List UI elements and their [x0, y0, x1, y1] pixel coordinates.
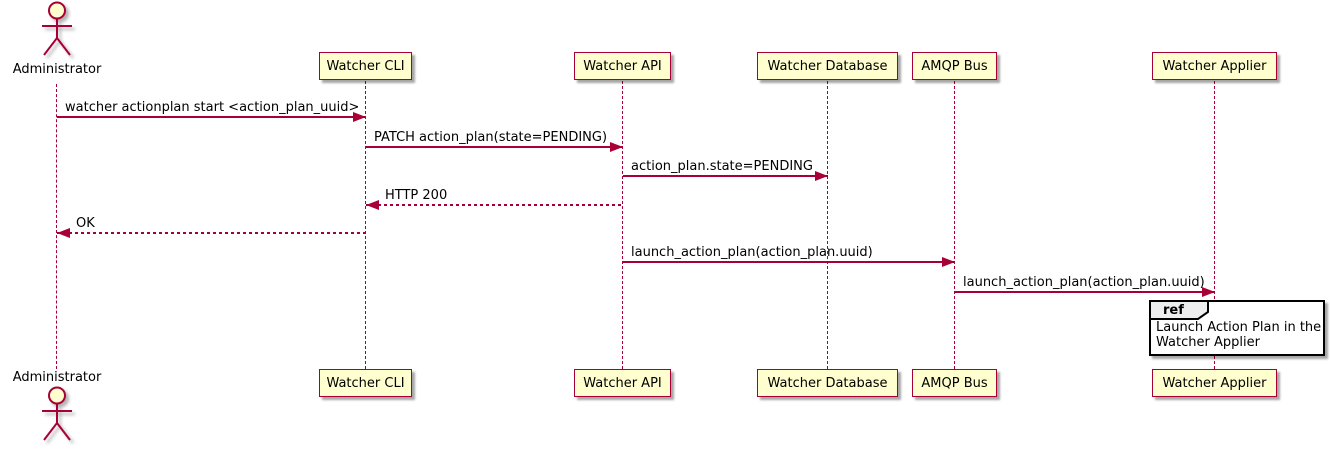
participant-box: Watcher Applier	[1152, 369, 1277, 397]
arrowhead-icon	[1202, 287, 1215, 297]
participant-box: Watcher Database	[757, 369, 898, 397]
lifeline	[954, 81, 955, 369]
participant-label: Watcher Database	[767, 58, 888, 74]
participant-box: Watcher API	[574, 52, 671, 80]
message-label: OK	[76, 216, 95, 231]
message-line	[366, 146, 623, 148]
participant-box: Watcher API	[574, 369, 671, 397]
message-label: action_plan.state=PENDING	[631, 159, 813, 174]
message-line	[366, 204, 623, 206]
message-line	[623, 261, 955, 263]
lifeline	[365, 81, 366, 369]
actor-icon	[42, 1, 72, 56]
message-label: HTTP 200	[385, 188, 448, 203]
ref-text-line1: Launch Action Plan in the	[1156, 320, 1322, 335]
participant-label: Watcher API	[583, 375, 662, 391]
arrowhead-icon	[815, 171, 828, 181]
message-label: launch_action_plan(action_plan.uuid)	[631, 245, 873, 260]
participant-label: Watcher CLI	[326, 375, 405, 391]
ref-fragment: ref Launch Action Plan in the Watcher Ap…	[1149, 300, 1325, 356]
actor-label-bottom: Administrator	[12, 370, 102, 385]
participant-label: Watcher Applier	[1162, 58, 1267, 74]
participant-box: AMQP Bus	[912, 369, 997, 397]
participant-label: AMQP Bus	[921, 375, 988, 391]
message-line	[623, 175, 828, 177]
arrowhead-icon	[942, 257, 955, 267]
message-line	[57, 116, 366, 118]
participant-box: Watcher Database	[757, 52, 898, 80]
participant-box: Watcher CLI	[319, 52, 412, 80]
actor-label-top: Administrator	[12, 62, 102, 77]
participant-label: Watcher Database	[767, 375, 888, 391]
participant-label: Watcher Applier	[1162, 375, 1267, 391]
arrowhead-icon	[57, 228, 70, 238]
ref-text-line2: Watcher Applier	[1156, 335, 1260, 350]
participant-label: Watcher API	[583, 58, 662, 74]
participant-box: Watcher Applier	[1152, 52, 1277, 80]
lifeline	[622, 81, 623, 369]
actor-icon	[42, 386, 72, 441]
lifeline	[1214, 81, 1215, 369]
message-line	[57, 232, 366, 234]
arrowhead-icon	[610, 142, 623, 152]
participant-label: Watcher CLI	[326, 58, 405, 74]
ref-keyword: ref	[1163, 303, 1184, 318]
arrowhead-icon	[366, 200, 379, 210]
participant-box: Watcher CLI	[319, 369, 412, 397]
message-label: PATCH action_plan(state=PENDING)	[374, 130, 608, 145]
message-label: watcher actionplan start <action_plan_uu…	[65, 100, 360, 115]
participant-box: AMQP Bus	[912, 52, 997, 80]
lifeline	[56, 84, 57, 369]
lifeline	[827, 81, 828, 369]
participant-label: AMQP Bus	[921, 58, 988, 74]
arrowhead-icon	[353, 112, 366, 122]
message-label: launch_action_plan(action_plan.uuid)	[963, 275, 1205, 290]
ref-tab	[1149, 300, 1209, 320]
message-line	[955, 291, 1215, 293]
